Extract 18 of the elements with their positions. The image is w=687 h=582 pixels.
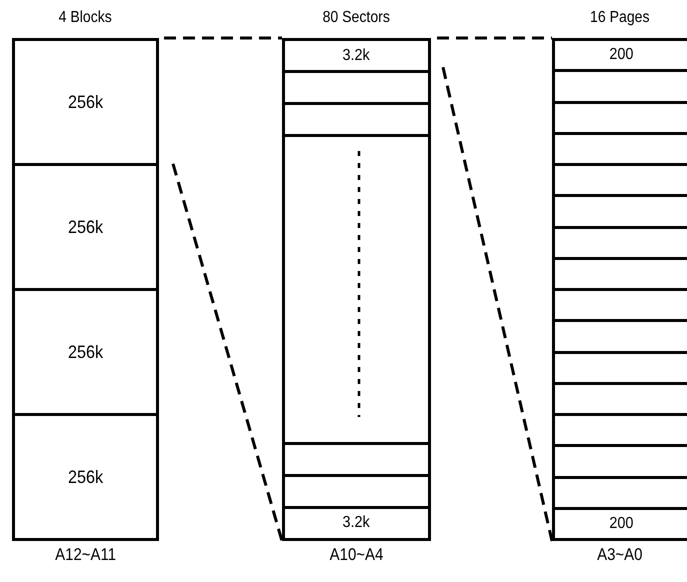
address-label: A12~A11 (55, 545, 116, 565)
column-heading: 80 Sectors (322, 8, 390, 28)
size-label: 256k (68, 343, 104, 361)
address-label: A3~A0 (596, 545, 642, 565)
dashed-connector (442, 66, 554, 542)
size-label: 200 (608, 47, 633, 64)
address-label: A10~A4 (330, 545, 384, 565)
dashed-connector (437, 36, 552, 40)
column-heading: 16 Pages (590, 8, 650, 28)
size-label: 256k (68, 218, 104, 236)
size-label: 3.2k (342, 515, 370, 532)
column-heading: 4 Blocks (58, 8, 112, 28)
size-label: 200 (608, 516, 633, 532)
size-label: 256k (68, 468, 104, 486)
size-label: 3.2k (342, 48, 370, 64)
dashed-connector (172, 163, 284, 542)
dashed-connector (164, 36, 282, 40)
size-label: 256k (68, 93, 104, 111)
